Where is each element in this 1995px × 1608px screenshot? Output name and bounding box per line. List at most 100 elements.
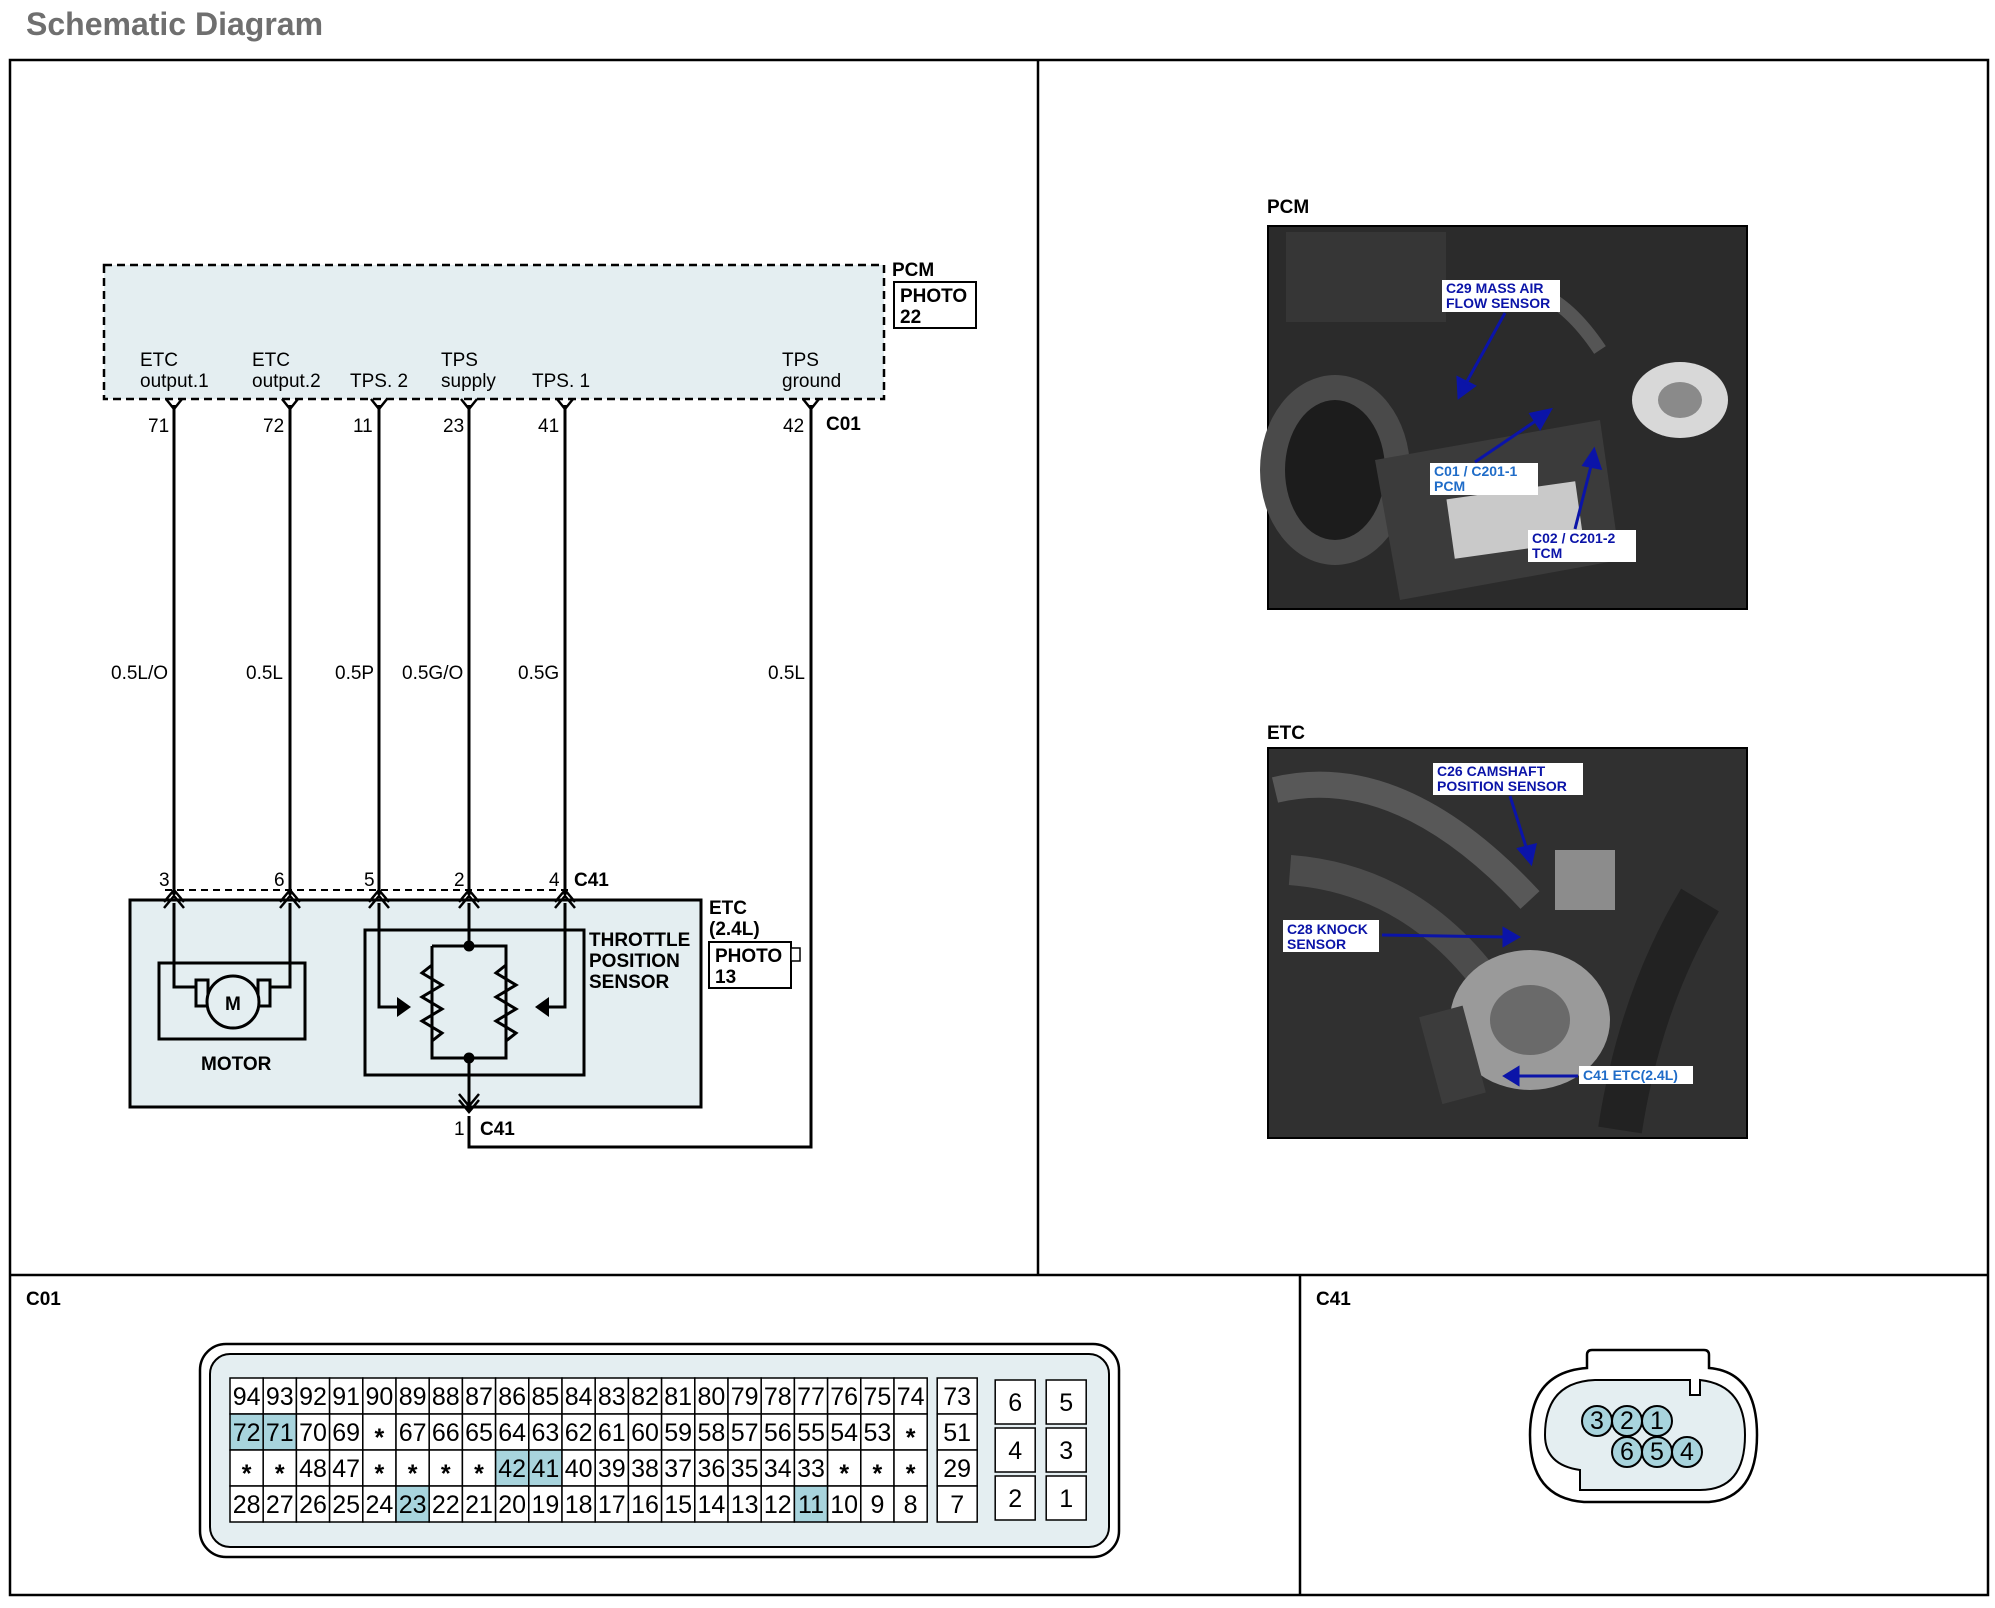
c01-pin-57-label: 57 — [731, 1419, 759, 1447]
etc-callout-box-1 — [1283, 920, 1379, 952]
wire-label-5: 0.5L — [768, 663, 805, 684]
c41-pin-2-label: 2 — [1620, 1407, 1634, 1435]
c01-pin-blank-label: * — [474, 1460, 484, 1488]
etc-terminal-3 — [163, 888, 185, 903]
etc-arrow-0 — [1508, 795, 1529, 851]
c01-pin-2-cell — [994, 1475, 1036, 1521]
c41-face-label: C41 — [1316, 1289, 1351, 1310]
etc-callout-box-2 — [1579, 1066, 1693, 1084]
c01-pin-2-label: 2 — [1008, 1485, 1022, 1513]
c01-pin-1-label: 1 — [1059, 1485, 1073, 1513]
pcm-arrowhead-0 — [1456, 375, 1477, 400]
c01-pin-29-cell — [936, 1449, 978, 1487]
c01-pin-55-cell — [793, 1413, 829, 1451]
c01-pin-74-cell — [893, 1377, 928, 1415]
tps-label-3: SENSOR — [589, 972, 670, 993]
c01-pin-blank-label: * — [275, 1460, 285, 1488]
pcm-callout-1-line2: PCM — [1434, 478, 1465, 494]
c01-pin-29-label: 29 — [943, 1455, 971, 1483]
pcm-pin-11: 11 — [353, 416, 373, 437]
etc-connector-top-label: C41 — [574, 870, 609, 891]
tps-label-1: THROTTLE — [589, 930, 690, 951]
wire-label-0: 0.5L/O — [111, 663, 168, 684]
c01-pin-20-cell — [494, 1485, 530, 1523]
pcm-arrowhead-2 — [1581, 446, 1603, 470]
etc-terminal-5 — [368, 888, 390, 903]
signal-label-tps2: TPS. 2 — [350, 371, 408, 392]
c01-pin-93-label: 93 — [266, 1383, 294, 1411]
etc-terminal-2 — [458, 888, 480, 903]
c01-pin-81-label: 81 — [664, 1383, 692, 1411]
etc-photo-label: PHOTO — [715, 946, 782, 967]
signal-label-tps-ground-l1: TPS — [782, 350, 819, 371]
c01-pin-28-label: 28 — [233, 1491, 261, 1519]
signal-label-etc-output2-l2: output.2 — [252, 371, 321, 392]
c01-pin-8-cell — [893, 1485, 928, 1523]
c01-pin-63-label: 63 — [531, 1419, 559, 1447]
junction-bottom — [463, 1052, 475, 1064]
wire-tps-ground[interactable] — [467, 405, 813, 1149]
pcm-arrowhead-1 — [1528, 407, 1553, 431]
c01-pin-33-label: 33 — [797, 1455, 825, 1483]
c01-pin-22-label: 22 — [432, 1491, 460, 1519]
c01-pin-42-label: 42 — [498, 1455, 526, 1483]
c01-pin-82-label: 82 — [631, 1383, 659, 1411]
pcm-photo-label: PHOTO — [900, 286, 967, 307]
etc-terminal-4 — [554, 888, 576, 903]
etc-callout-2-line1: C41 ETC(2.4L) — [1583, 1067, 1678, 1083]
etc-name-1: ETC — [709, 898, 747, 919]
etc-photo-intake-runner — [1271, 771, 1540, 909]
c41-pin-6-label: 6 — [1620, 1438, 1634, 1466]
c01-pin-90-label: 90 — [365, 1383, 393, 1411]
etc-photo-panel: ETC C26 CAMSHAFT POSITION SENSOR C28 KNO… — [1267, 723, 1748, 1139]
c01-pin-blank-label: * — [375, 1460, 385, 1488]
c01-pin-93-cell — [262, 1377, 298, 1415]
c01-pin-88-label: 88 — [432, 1383, 460, 1411]
c01-pin-48-label: 48 — [299, 1455, 327, 1483]
c01-pin-17-cell — [594, 1485, 630, 1523]
c01-pin-78-label: 78 — [764, 1383, 792, 1411]
etc-pin-5: 5 — [364, 870, 375, 891]
wiper-arrow-left — [397, 997, 411, 1017]
resistor-right — [493, 963, 519, 1043]
tps-label-2: POSITION — [589, 951, 680, 972]
c01-pin-92-label: 92 — [299, 1383, 327, 1411]
c01-pin-72-cell — [229, 1413, 264, 1451]
resistor-left — [419, 963, 445, 1043]
c01-pin-77-cell — [793, 1377, 829, 1415]
pcm-pin-71: 71 — [148, 416, 169, 437]
c01-pin-72-label: 72 — [233, 1419, 261, 1447]
c01-pin-13-cell — [727, 1485, 762, 1523]
c01-pin-27-label: 27 — [266, 1491, 294, 1519]
c01-pin-12-cell — [760, 1485, 796, 1523]
c01-pin-14-cell — [694, 1485, 729, 1523]
etc-arrowhead-2 — [1502, 1065, 1520, 1087]
pcm-pin-72: 72 — [263, 416, 284, 437]
motor-label: MOTOR — [201, 1054, 272, 1075]
pcm-callout-0-line2: FLOW SENSOR — [1446, 295, 1550, 311]
c41-pin-5-label: 5 — [1650, 1438, 1664, 1466]
pcm-arrow-1 — [1474, 416, 1541, 464]
c01-pin-21-cell — [461, 1485, 497, 1523]
tps-bridge — [430, 944, 508, 1060]
tps2-wiper-lead — [377, 903, 400, 1009]
c01-pin-77-label: 77 — [797, 1383, 825, 1411]
c01-pin-11-cell — [793, 1485, 829, 1523]
etc-callout-1-line1: C28 KNOCK — [1287, 921, 1368, 937]
pcm-callout-box-2 — [1528, 530, 1636, 562]
etc-terminal-4b — [554, 894, 576, 909]
c01-pin-28-cell — [229, 1485, 264, 1523]
etc-photo-etc-connector — [1419, 1005, 1486, 1105]
etc-terminal-3b — [163, 894, 185, 909]
pcm-photo-box[interactable] — [893, 281, 977, 329]
c01-pin-88-cell — [428, 1377, 464, 1415]
c01-pin-61-label: 61 — [598, 1419, 626, 1447]
c01-pin-19-cell — [528, 1485, 563, 1523]
etc-pin-4: 4 — [549, 870, 560, 891]
c01-pin-blank-label: * — [408, 1460, 418, 1488]
etc-terminal-5b — [368, 894, 390, 909]
wire-label-3: 0.5G/O — [402, 663, 463, 684]
etc-photo-box[interactable] — [708, 941, 792, 989]
